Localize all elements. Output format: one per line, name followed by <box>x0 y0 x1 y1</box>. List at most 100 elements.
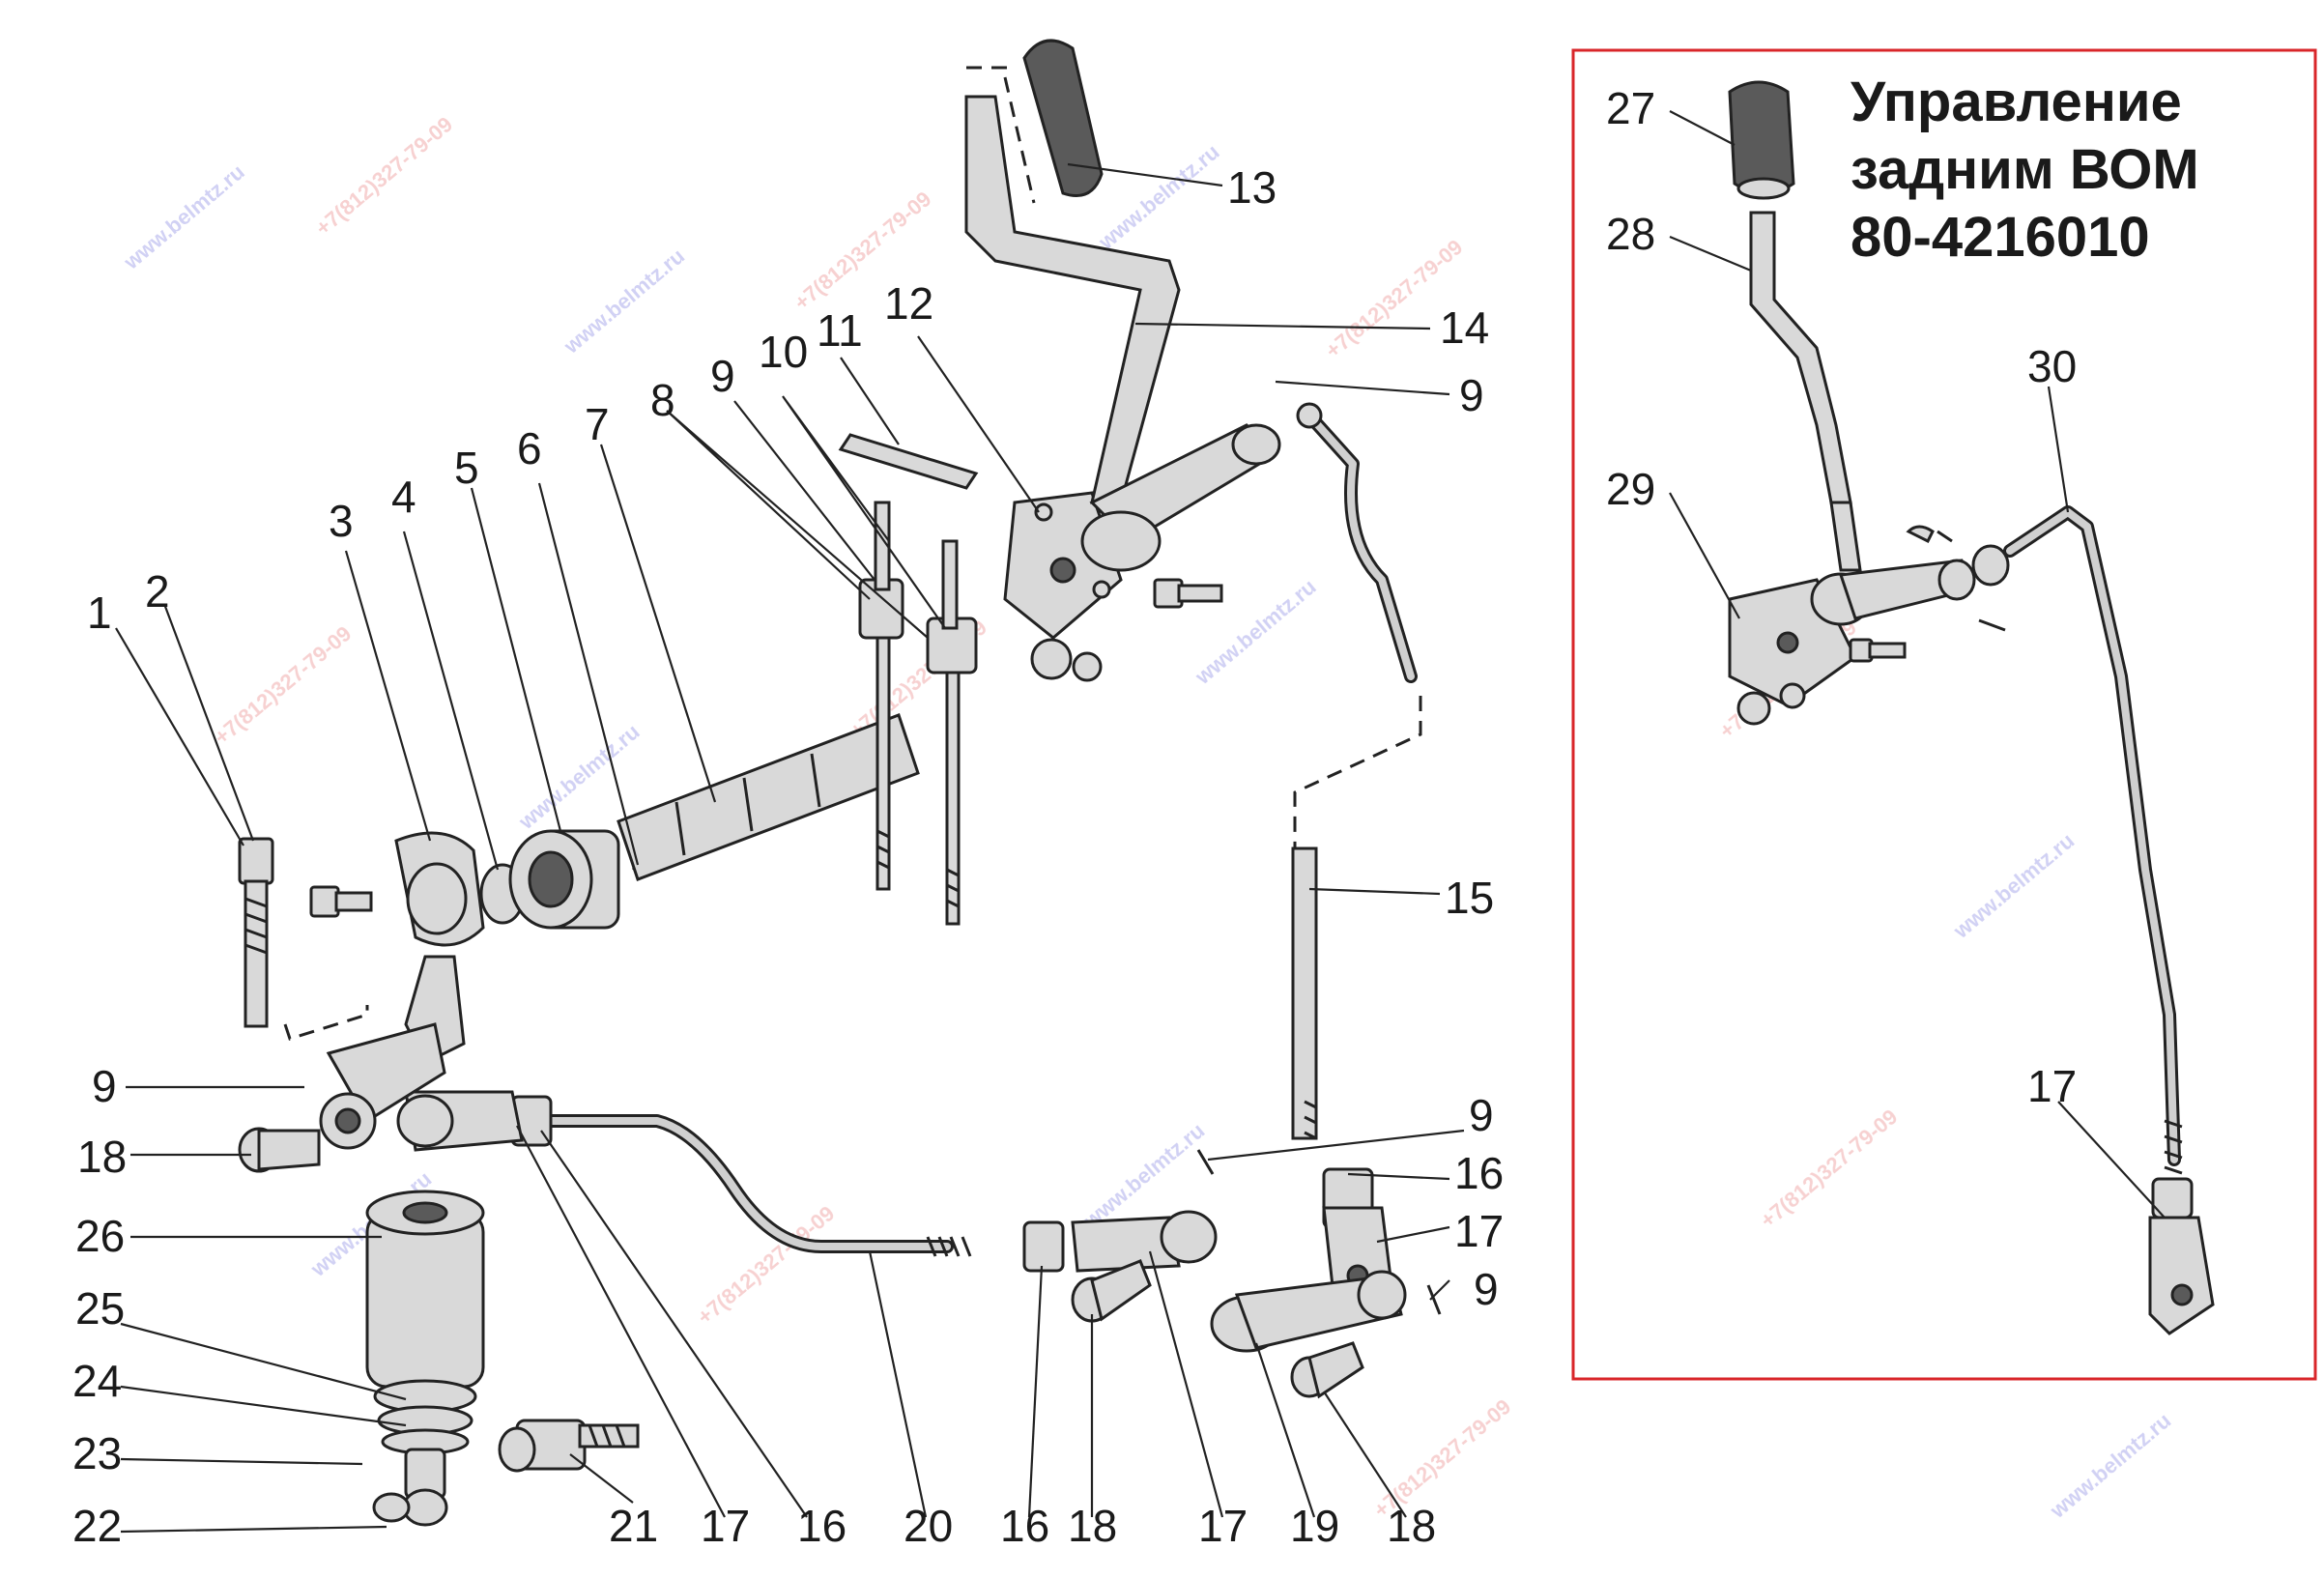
callout-22: 22 <box>72 1501 122 1551</box>
clip-part-11 <box>838 433 979 490</box>
callout-17c: 17 <box>1454 1206 1504 1256</box>
callout-30: 30 <box>2027 341 2077 391</box>
callout-5: 5 <box>454 443 479 493</box>
clevis-part-17-left <box>396 1090 524 1152</box>
leader-17d <box>2057 1101 2166 1219</box>
clevis-part-17-mid <box>1071 1210 1218 1273</box>
callout-18a: 18 <box>77 1132 127 1182</box>
watermark-site: www.belmtz.ru <box>2045 1408 2175 1523</box>
watermark-site: www.belmtz.ru <box>1948 828 2079 943</box>
callout-16c: 16 <box>1454 1148 1504 1198</box>
inset-bolt <box>1849 638 1907 663</box>
callout-23: 23 <box>72 1428 122 1478</box>
dash-line <box>283 1005 369 1041</box>
main-assembly <box>238 39 1422 1527</box>
grip-part-13 <box>1022 39 1104 197</box>
inset-panel: Управление задним ВОМ 80-4216010 <box>1571 48 2317 1381</box>
leader-29 <box>1669 492 1740 619</box>
watermark-phone: +7(812)327-79-09 <box>210 621 356 750</box>
leader-28 <box>1669 235 1752 273</box>
cylinder-part-26 <box>365 1190 485 1389</box>
inset-washer <box>1779 682 1806 709</box>
washer <box>1072 651 1103 682</box>
callout-4: 4 <box>391 472 416 522</box>
callout-18b: 18 <box>1068 1501 1117 1551</box>
bolt-part-2 <box>238 837 274 1028</box>
watermark-site: www.belmtz.ru <box>1094 140 1224 255</box>
watermark-phone: +7(812)327-79-09 <box>1756 1105 1902 1233</box>
clevis-part-17-inset <box>2148 1177 2215 1335</box>
small-bolt <box>309 885 373 918</box>
washer-part-22 <box>372 1492 411 1523</box>
callout-9a: 9 <box>710 351 735 401</box>
callout-9d: 9 <box>1469 1090 1494 1140</box>
callout-7: 7 <box>585 399 610 449</box>
rod-part-15 <box>1291 846 1374 1229</box>
callout-20: 20 <box>904 1501 953 1551</box>
inset-title-line2: задним ВОМ <box>1851 138 2199 201</box>
main-labels: 1 2 3 4 5 6 7 8 9 10 11 12 13 14 9 15 9 … <box>72 162 1504 1551</box>
rod-part-20 <box>534 1114 972 1257</box>
inset-title-line1: Управление <box>1851 71 2182 133</box>
callout-17a: 17 <box>701 1501 750 1551</box>
inset-title-line3: 80-4216010 <box>1851 206 2150 269</box>
callout-19: 19 <box>1290 1501 1339 1551</box>
dash-line <box>1293 696 1422 850</box>
callout-13: 13 <box>1227 162 1277 213</box>
callout-26: 26 <box>75 1211 125 1261</box>
watermark-site: www.belmtz.ru <box>119 159 249 274</box>
sleeve-part-5 <box>508 829 620 930</box>
arm-bracket <box>319 1022 446 1150</box>
callout-29: 29 <box>1606 464 1655 514</box>
callout-28: 28 <box>1606 209 1655 259</box>
leader-lines <box>115 162 1465 1534</box>
fitting-part-21 <box>498 1419 640 1473</box>
callout-14: 14 <box>1440 302 1489 353</box>
callout-1: 1 <box>87 588 112 638</box>
callout-24: 24 <box>72 1356 122 1406</box>
callout-3: 3 <box>329 496 354 546</box>
callout-16a: 16 <box>797 1501 846 1551</box>
callout-8: 8 <box>650 375 675 425</box>
callout-6: 6 <box>517 423 542 473</box>
fitting-part-24 <box>402 1448 448 1527</box>
watermark-phone: +7(812)327-79-09 <box>311 112 457 241</box>
pin-part-18-left <box>238 1127 321 1173</box>
callout-9b: 9 <box>1459 370 1484 420</box>
callout-11: 11 <box>817 305 863 356</box>
callout-17b: 17 <box>1198 1501 1248 1551</box>
callout-10: 10 <box>759 327 808 377</box>
inset-nut <box>1736 691 1771 726</box>
callout-2: 2 <box>145 566 170 617</box>
callout-18c: 18 <box>1387 1501 1436 1551</box>
rod-part-15-upper <box>1296 402 1418 683</box>
callout-9e: 9 <box>1474 1264 1499 1314</box>
lever-part-19 <box>1210 1270 1407 1353</box>
lever-part-14 <box>964 95 1281 572</box>
callout-15: 15 <box>1445 873 1494 923</box>
bracket-part-3 <box>394 831 485 1066</box>
pin-part-18-right <box>1290 1341 1364 1399</box>
callout-12: 12 <box>884 278 933 329</box>
inset-border <box>1571 48 2317 1381</box>
bracket-part-29 <box>1728 544 2010 707</box>
watermark-site: www.belmtz.ru <box>559 244 689 359</box>
callout-27: 27 <box>1606 83 1655 133</box>
bolt-lever <box>1153 578 1223 609</box>
nut <box>1030 638 1073 680</box>
spring-part-25 <box>373 1379 477 1455</box>
lever-part-28 <box>1749 211 1862 572</box>
dash-line <box>966 66 1036 204</box>
shaft-part-7 <box>617 713 920 881</box>
callout-25: 25 <box>75 1283 125 1334</box>
fork-part-8 <box>858 501 904 891</box>
callout-21: 21 <box>609 1501 658 1551</box>
callout-17d: 17 <box>2027 1061 2077 1111</box>
leader-27 <box>1669 110 1736 146</box>
callout-16b: 16 <box>1000 1501 1049 1551</box>
inset-pin-2 <box>1978 618 2006 632</box>
fork-part-10 <box>926 539 978 926</box>
inset-washer-top <box>1906 525 1935 544</box>
inset-pin <box>1937 530 1953 543</box>
